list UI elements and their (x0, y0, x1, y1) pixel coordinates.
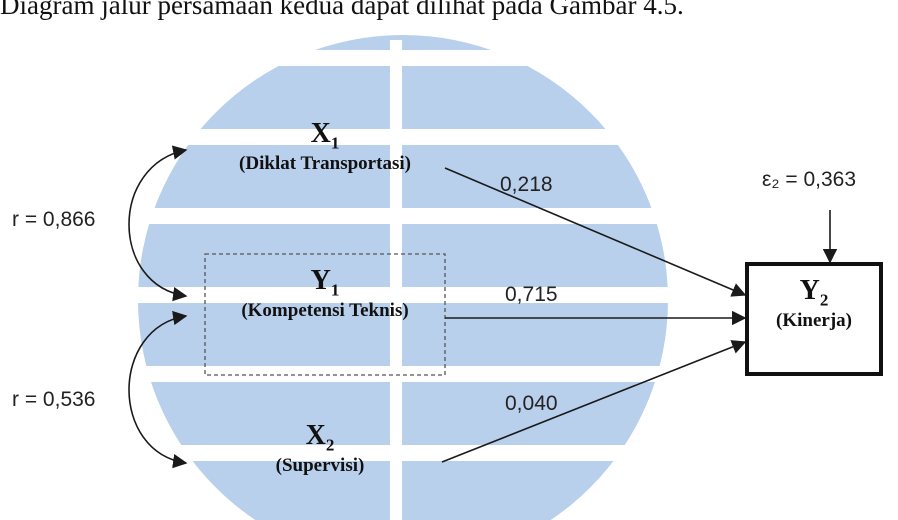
arrow-x2-y2 (441, 340, 747, 463)
caption-text: Diagram jalur persamaan kedua dapat dili… (0, 0, 684, 20)
node-y1: Y1 (Kompetensi Teknis) (215, 265, 435, 322)
node-x2: X2 (Supervisi) (230, 420, 410, 477)
error-label: ε₂ = 0,363 (762, 168, 856, 191)
correlation-label-x1-y1: r = 0,866 (12, 208, 96, 231)
arrow-x1-y2 (444, 167, 747, 297)
path-label-x1-y2: 0,218 (500, 173, 553, 196)
node-x2-description: (Supervisi) (275, 455, 365, 477)
node-x1: X1 (Diklat Transportasi) (220, 118, 430, 175)
node-y2-description: (Kinerja) (776, 310, 852, 332)
y1-box (204, 253, 446, 376)
path-label-x2-y2: 0,040 (505, 392, 558, 415)
node-x1-description: (Diklat Transportasi) (239, 153, 411, 175)
node-y2: Y2 (Kinerja) (752, 275, 876, 332)
node-y1-description: (Kompetensi Teknis) (241, 300, 409, 322)
path-label-y1-y2: 0,715 (505, 283, 558, 306)
curve-x1-y1 (128, 145, 188, 302)
correlation-label-y1-x2: r = 0,536 (12, 388, 96, 411)
y2-box (745, 262, 883, 376)
curve-y1-x2 (128, 310, 188, 469)
